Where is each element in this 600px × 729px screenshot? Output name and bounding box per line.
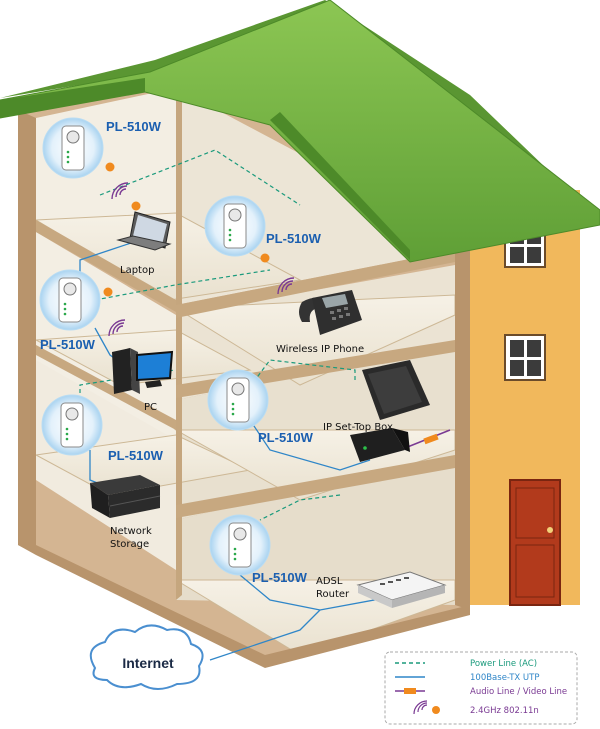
legend-av: Audio Line / Video Line <box>470 687 567 697</box>
stb-label: IP Set-Top Box <box>323 422 393 433</box>
front-door <box>509 479 561 606</box>
nas-label-line2: Storage <box>110 539 149 550</box>
status-led-icon <box>63 307 67 311</box>
window-lower <box>504 334 546 381</box>
outlet-socket-icon <box>63 282 77 296</box>
set-top-box <box>350 360 430 462</box>
status-led-icon <box>231 402 235 406</box>
internet-cloud: Internet <box>89 624 204 690</box>
wifi-icon <box>413 700 428 715</box>
status-led-icon <box>231 407 235 411</box>
status-led-icon <box>233 547 237 551</box>
laptop <box>116 211 172 251</box>
outlet-socket-icon <box>231 382 245 396</box>
phone-label: Wireless IP Phone <box>276 344 364 355</box>
status-led-icon <box>228 233 232 237</box>
status-led-icon <box>233 552 237 556</box>
nfc-badge-icon <box>103 162 440 702</box>
pc-label: PC <box>144 402 157 413</box>
outlet-socket-icon <box>66 130 80 144</box>
router-label-line1: ADSL <box>316 576 343 587</box>
ip-phone <box>299 290 362 335</box>
pc <box>112 348 174 394</box>
status-led-icon <box>63 302 67 306</box>
wifi-icon <box>277 277 295 295</box>
legend-wifi: 2.4GHz 802.11n <box>470 706 539 716</box>
status-led-icon <box>66 150 70 154</box>
status-led-icon <box>65 427 69 431</box>
adapter-model-label: PL-510W <box>266 231 322 246</box>
status-led-icon <box>65 437 69 441</box>
status-led-icon <box>65 432 69 436</box>
network-storage <box>90 475 161 518</box>
powerline-adapter: PL-510W <box>209 514 308 585</box>
status-led-icon <box>231 412 235 416</box>
laptop-label: Laptop <box>120 265 154 276</box>
legend-utp: 100Base-TX UTP <box>470 673 539 683</box>
adapter-model-label: PL-510W <box>108 448 164 463</box>
status-led-icon <box>228 228 232 232</box>
outlet-socket-icon <box>228 208 242 222</box>
powerline-adapter: PL-510W <box>207 369 314 445</box>
adsl-router <box>356 571 447 608</box>
adapter-model-label: PL-510W <box>106 119 162 134</box>
status-led-icon <box>66 155 70 159</box>
internet-label: Internet <box>122 655 174 671</box>
powerline-adapter: PL-510W <box>204 195 322 257</box>
outlet-socket-icon <box>233 527 247 541</box>
legend-power-line: Power Line (AC) <box>470 659 537 669</box>
nas-label-line1: Network <box>110 526 152 537</box>
powerline-adapter: PL-510W <box>39 269 101 352</box>
utp-cabling <box>79 239 386 661</box>
status-led-icon <box>63 312 67 316</box>
legend: Power Line (AC) 100Base-TX UTP Audio Lin… <box>384 651 578 725</box>
roof <box>0 0 600 263</box>
wifi-icon <box>108 319 126 337</box>
wifi-icon <box>111 182 129 200</box>
outlet-socket-icon <box>65 407 79 421</box>
powerline-adapter: PL-510W <box>41 394 164 463</box>
status-led-icon <box>66 160 70 164</box>
side-building <box>460 190 580 610</box>
status-led-icon <box>233 557 237 561</box>
adapter-group: PL-510W PL-510W PL-510W PL-510W PL-510W PL-51… <box>39 117 322 585</box>
adapter-model-label: PL-510W <box>258 430 314 445</box>
adapter-model-label: PL-510W <box>252 570 308 585</box>
status-led-icon <box>228 238 232 242</box>
powerline-adapter: PL-510W <box>42 117 162 179</box>
adapter-model-label: PL-510W <box>40 337 96 352</box>
router-label-line2: Router <box>316 589 350 600</box>
